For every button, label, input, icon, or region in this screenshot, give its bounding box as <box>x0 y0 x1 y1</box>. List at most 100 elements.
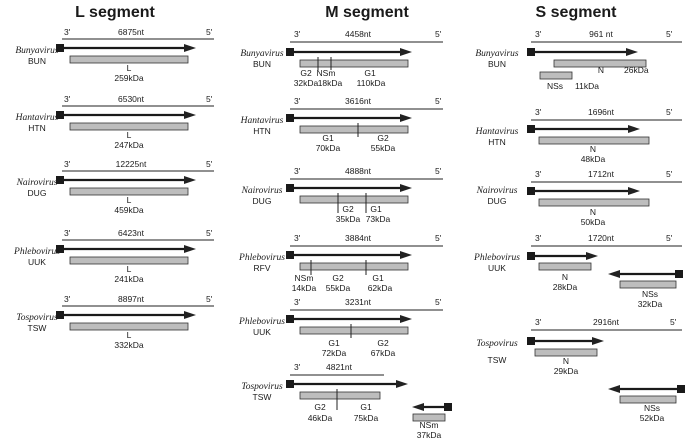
genus-label: Hantavirus <box>240 116 284 126</box>
end3-label: 3' <box>64 159 71 169</box>
length-label: 6875nt <box>118 27 145 37</box>
polyprotein-box <box>299 391 381 400</box>
genus-label: Nairovirus <box>16 178 58 188</box>
s-hantavirus-entry: Hantavirus HTN 3' 1696nt 5' N 48kDa <box>475 107 682 164</box>
protein-name: N <box>563 356 569 366</box>
genus-label: Bunyavirus <box>475 49 519 59</box>
s-phlebovirus-entry: Phlebovirus UUK 3' 1720nt 5' N 28kDa NSs… <box>473 233 683 309</box>
orf-arrow-head <box>400 315 412 323</box>
polyprotein-box <box>299 326 409 335</box>
end3-label: 3' <box>294 96 301 106</box>
virus-label: RFV <box>254 263 271 273</box>
protein-size: 75kDa <box>354 413 379 423</box>
protein-size: 259kDa <box>114 73 144 83</box>
5-prime-cap-marker <box>527 187 535 195</box>
nss-protein-box <box>619 395 677 404</box>
protein-box-l <box>69 122 189 131</box>
end5-label: 5' <box>206 27 213 37</box>
polyprotein-box <box>299 125 409 134</box>
protein-box-l <box>69 322 189 331</box>
length-label: 12225nt <box>116 159 147 169</box>
end5-label: 5' <box>206 228 213 238</box>
length-label: 6423nt <box>118 228 145 238</box>
segment-title-s: S segment <box>536 4 618 21</box>
5-prime-cap-marker <box>527 252 535 260</box>
virus-label: BUN <box>488 59 506 69</box>
end5-label: 5' <box>435 233 442 243</box>
n-protein-box <box>553 59 647 68</box>
end3-label: 3' <box>64 228 71 238</box>
end3-label: 3' <box>535 317 542 327</box>
orf-arrow-head <box>400 251 412 259</box>
protein-name: G1 <box>372 273 384 283</box>
length-label: 8897nt <box>118 294 145 304</box>
l-bunyavirus-entry: Bunyavirus BUN 3' 6875nt 5' L 259kDa <box>15 27 214 83</box>
protein-name: G1 <box>364 68 376 78</box>
protein-name: N <box>590 144 596 154</box>
protein-name: N <box>562 272 568 282</box>
genus-label: Hantavirus <box>475 127 519 137</box>
protein-name: G1 <box>328 338 340 348</box>
virus-label: TSW <box>253 392 272 402</box>
end5-label: 5' <box>670 317 677 327</box>
s-nairovirus-entry: Nairovirus DUG 3' 1712nt 5' N 50kDa <box>476 169 682 227</box>
protein-size: 62kDa <box>368 283 393 293</box>
protein-name: L <box>127 195 132 205</box>
genus-label: Bunyavirus <box>15 46 59 56</box>
end5-label: 5' <box>666 233 673 243</box>
length-label: 4458nt <box>345 29 372 39</box>
5-prime-cap-marker <box>527 125 535 133</box>
l-nairovirus-entry: Nairovirus DUG 3' 12225nt 5' L 459kDa <box>16 159 214 215</box>
5-prime-cap-marker <box>286 315 294 323</box>
n-protein-box <box>538 198 650 207</box>
polyprotein-box <box>299 262 409 271</box>
segment-title-l: L segment <box>75 4 155 21</box>
protein-box-l <box>69 187 189 196</box>
m-nairovirus-entry: Nairovirus DUG 3' 4888nt 5' G2 35kDa G1 … <box>241 166 443 224</box>
length-label: 1696nt <box>588 107 615 117</box>
protein-name: N <box>598 65 604 75</box>
genus-label: Phlebovirus <box>13 247 60 257</box>
orf-arrow-head <box>626 48 638 56</box>
length-label: 2916nt <box>593 317 620 327</box>
length-label: 1720nt <box>588 233 615 243</box>
nss-protein-box <box>539 71 573 80</box>
end3-label: 3' <box>294 233 301 243</box>
end3-label: 3' <box>535 107 542 117</box>
end3-label: 3' <box>64 94 71 104</box>
length-label: 4888nt <box>345 166 372 176</box>
virus-label: TSW <box>28 323 47 333</box>
end3-label: 3' <box>294 297 301 307</box>
end3-label: 3' <box>535 29 542 39</box>
5-prime-cap-marker <box>56 311 64 319</box>
genus-label: Nairovirus <box>476 186 518 196</box>
protein-size: 247kDa <box>114 140 144 150</box>
orf-arrow-head <box>628 125 640 133</box>
l-tospovirus-entry: Tospovirus TSW 3' 8897nt 5' L 332kDa <box>16 294 214 350</box>
protein-name: G2 <box>377 338 389 348</box>
orf-arrow-head <box>628 187 640 195</box>
protein-size: 35kDa <box>336 214 361 224</box>
virus-label: HTN <box>488 137 505 147</box>
polyprotein-box <box>299 195 409 204</box>
protein-size: 72kDa <box>322 348 347 358</box>
protein-name: G2 <box>342 204 354 214</box>
virus-label: DUG <box>28 188 47 198</box>
orf-arrow-head <box>184 44 196 52</box>
virus-label: HTN <box>28 123 45 133</box>
protein-size: 18kDa <box>318 78 343 88</box>
genus-label: Nairovirus <box>241 186 283 196</box>
protein-name: NSs <box>642 289 658 299</box>
5-prime-cap-marker <box>286 114 294 122</box>
protein-box-l <box>69 256 189 265</box>
protein-size: 29kDa <box>554 366 579 376</box>
nss-orf-arrow-head <box>608 270 620 278</box>
orf-arrow-head <box>184 245 196 253</box>
protein-name: G2 <box>300 68 312 78</box>
5-prime-cap-marker <box>527 48 535 56</box>
genus-label: Phlebovirus <box>473 253 520 263</box>
length-label: 961 nt <box>589 29 613 39</box>
length-label: 3616nt <box>345 96 372 106</box>
l-phlebovirus-entry: Phlebovirus UUK 3' 6423nt 5' L 241kDa <box>13 228 214 284</box>
